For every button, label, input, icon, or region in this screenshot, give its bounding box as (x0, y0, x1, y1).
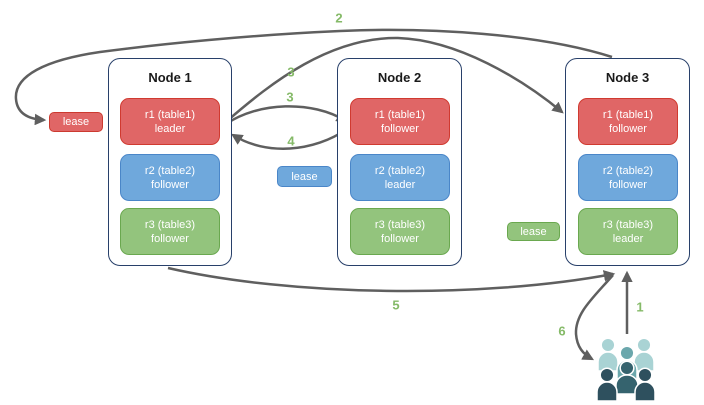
users-icon (596, 337, 656, 402)
arrow-step-5-forward (167, 266, 616, 293)
lease-badge-table2: lease (277, 166, 332, 187)
node-2-replica-r1: r1 (table1) follower (350, 98, 450, 145)
replica-name: r3 (table3) (374, 218, 426, 231)
node-2: Node 2 r1 (table1) follower r2 (table2) … (337, 58, 462, 266)
node-3-replica-r1: r1 (table1) follower (578, 98, 678, 145)
node-2-replica-r2: r2 (table2) leader (350, 154, 450, 201)
replica-role: follower (609, 178, 647, 191)
replica-name: r2 (table2) (374, 164, 426, 177)
replica-name: r1 (table1) (144, 108, 196, 121)
node-2-title: Node 2 (377, 70, 422, 85)
lease-badge-table3: lease (507, 222, 560, 241)
node-1-title: Node 1 (148, 70, 192, 85)
replica-role: follower (151, 232, 189, 245)
replica-role: follower (381, 122, 419, 135)
replica-name: r2 (table2) (144, 164, 196, 177)
replica-name: r3 (table3) (602, 218, 654, 231)
node-1-replica-r3: r3 (table3) follower (120, 208, 220, 255)
arrow-step-6-response (574, 274, 614, 361)
step-label-3a: 3 (287, 64, 295, 80)
step-label-4: 4 (287, 133, 295, 149)
replica-role: follower (381, 232, 419, 245)
arrow-step-2-lease-transfer (14, 28, 613, 126)
node-3-title: Node 3 (605, 70, 650, 85)
arrow-step-3-replicate-node3 (226, 36, 564, 122)
replica-name: r1 (table1) (374, 108, 426, 121)
node-3: Node 3 r1 (table1) follower r2 (table2) … (565, 58, 690, 266)
node-1-replica-r2: r2 (table2) follower (120, 154, 220, 201)
replica-role: follower (151, 178, 189, 191)
step-label-2: 2 (335, 10, 343, 26)
replica-name: r3 (table3) (144, 218, 196, 231)
arrow-step-4-ack (231, 127, 348, 150)
step-label-5: 5 (392, 297, 400, 313)
step-label-1: 1 (636, 299, 644, 315)
replica-name: r2 (table2) (602, 164, 654, 177)
replica-name: r1 (table1) (602, 108, 654, 121)
step-label-6: 6 (558, 323, 566, 339)
arrow-step-3-replicate-node2 (225, 105, 348, 126)
replica-role: leader (154, 122, 186, 135)
node-2-replica-r3: r3 (table3) follower (350, 208, 450, 255)
node-1: Node 1 r1 (table1) leader r2 (table2) fo… (108, 58, 232, 266)
node-1-replica-r1: r1 (table1) leader (120, 98, 220, 145)
replica-role: follower (609, 122, 647, 135)
step-label-3b: 3 (286, 89, 294, 105)
lease-badge-table1: lease (49, 112, 103, 132)
node-3-replica-r2: r2 (table2) follower (578, 154, 678, 201)
replica-role: leader (384, 178, 416, 191)
replica-role: leader (612, 232, 644, 245)
node-3-replica-r3: r3 (table3) leader (578, 208, 678, 255)
